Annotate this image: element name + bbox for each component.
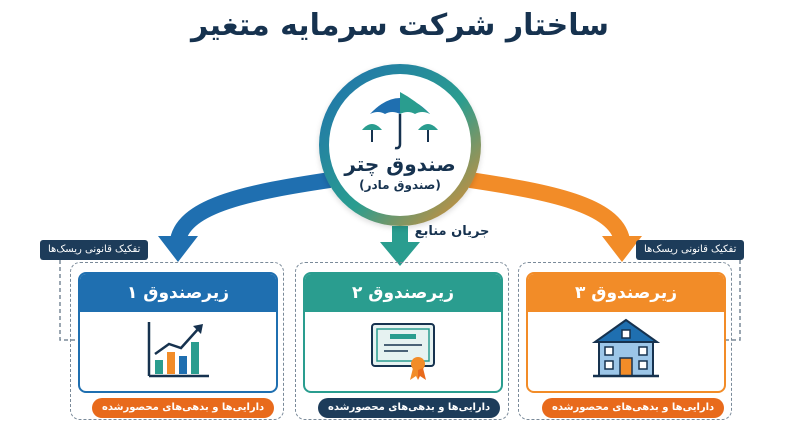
arrowhead-fund-2: [380, 242, 420, 266]
sub-fund-1-title: زیرصندوق ۱: [80, 274, 276, 312]
sub-fund-card-3: زیرصندوق ۳: [526, 272, 726, 393]
growth-chart-icon: [147, 322, 209, 378]
fund-1-frame: [70, 262, 284, 420]
sub-fund-2-title: زیرصندوق ۲: [305, 274, 501, 312]
hub-subtitle: (صندوق مادر): [359, 178, 441, 192]
sub-fund-3-title: زیرصندوق ۳: [528, 274, 724, 312]
risk-tag-left: تفکیک قانونی ریسک‌ها: [40, 240, 149, 260]
arrow-to-fund-1: [170, 172, 332, 243]
umbrella-fund-hub: صندوق چتر (صندوق مادر): [319, 64, 481, 226]
certificate-icon: [371, 323, 435, 380]
arrowhead-fund-3: [602, 236, 642, 262]
flow-label: جریان منابع: [414, 224, 490, 239]
sub-fund-card-1: زیرصندوق ۱: [78, 272, 278, 393]
sub-fund-card-2: زیرصندوق ۲: [303, 272, 503, 393]
fund-2-frame: [295, 262, 509, 420]
sub-fund-3-assets-pill: دارایی‌ها و بدهی‌های محصورشده: [542, 398, 725, 418]
fund-3-frame: [518, 262, 732, 420]
page-title: ساختار شرکت سرمایه متغیر: [191, 8, 609, 43]
umbrella-icon: [362, 92, 438, 150]
building-icon: [591, 318, 661, 378]
arrow-to-fund-3: [468, 172, 630, 243]
sub-fund-1-assets-pill: دارایی‌ها و بدهی‌های محصورشده: [92, 398, 275, 418]
risk-tag-right: تفکیک قانونی ریسک‌ها: [636, 240, 745, 260]
hub-title: صندوق چتر: [344, 152, 456, 176]
arrowhead-fund-1: [158, 236, 198, 262]
sub-fund-2-assets-pill: دارایی‌ها و بدهی‌های محصورشده: [318, 398, 501, 418]
